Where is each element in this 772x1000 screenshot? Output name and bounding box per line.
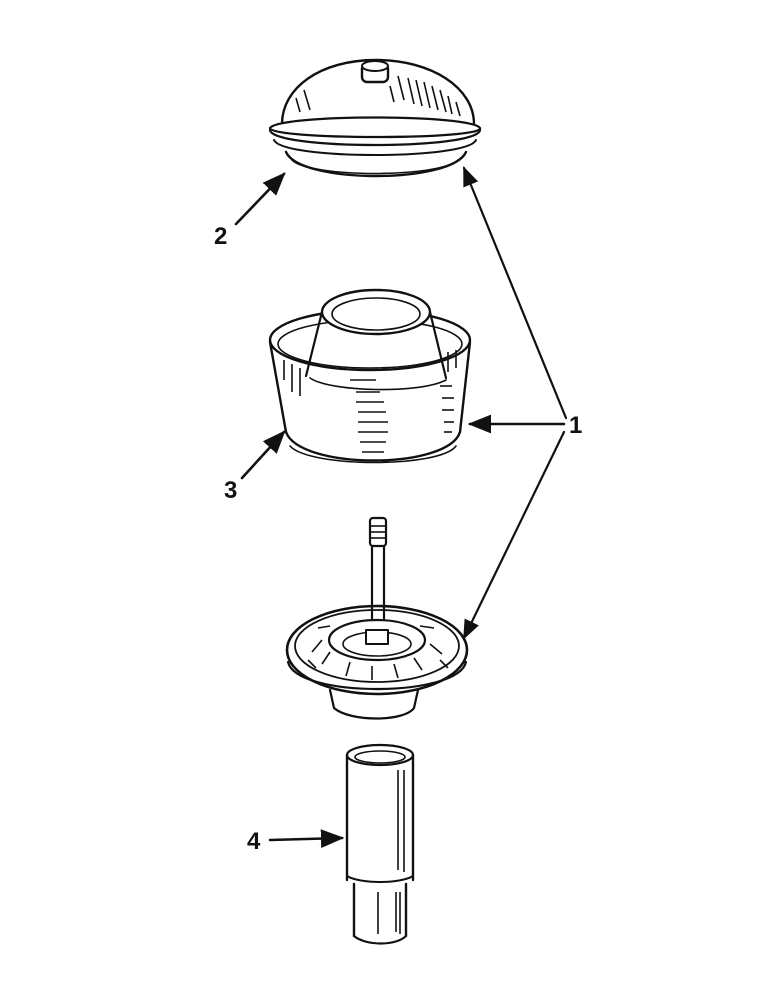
callout-3-label: 3 xyxy=(224,477,237,504)
base-part xyxy=(285,516,469,720)
callout-2-label: 2 xyxy=(214,223,227,250)
leader-lines xyxy=(234,166,568,848)
cover-part xyxy=(268,58,482,178)
tube-part xyxy=(345,743,415,945)
callout-labels: 1 2 3 4 xyxy=(214,223,582,855)
callout-4-label: 4 xyxy=(247,828,261,855)
callout-1-label: 1 xyxy=(569,412,582,439)
bowl-part xyxy=(268,288,472,464)
